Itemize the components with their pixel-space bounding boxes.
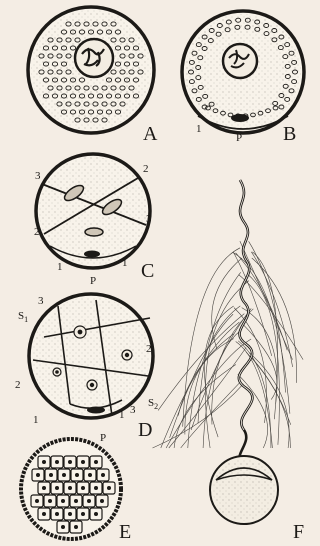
annot-c-p: P xyxy=(90,275,96,287)
blastomere-nucleus xyxy=(42,512,46,516)
figure-label-d: D xyxy=(138,419,152,441)
hair-filament xyxy=(174,365,236,449)
flagellar-hairs-f xyxy=(153,241,304,448)
blastomere-nucleus xyxy=(36,473,40,477)
hair-filament xyxy=(203,330,241,448)
figure-label-e: E xyxy=(119,521,131,543)
figure-c: 3 2 2 3 1 1 P C xyxy=(34,154,154,287)
annot-c-1-right: 1 xyxy=(122,257,128,269)
hair-filament xyxy=(204,306,233,437)
blastomere-nucleus xyxy=(87,499,91,503)
blastomere-nucleus xyxy=(88,473,92,477)
blastomere-nucleus xyxy=(75,473,79,477)
blastomere-nucleus xyxy=(68,460,72,464)
annot-c-2-right: 2 xyxy=(143,163,149,175)
figure-a: A xyxy=(28,7,158,145)
blastomere-nucleus xyxy=(42,460,46,464)
blastomere-nucleus xyxy=(62,473,66,477)
annot-c-3-top: 3 xyxy=(35,170,41,182)
blastomere-nucleus xyxy=(55,486,59,490)
annot-d-s2: S2 xyxy=(148,397,158,411)
annot-d-p: P xyxy=(100,432,106,444)
blastomere-nucleus xyxy=(61,499,65,503)
polar-body-b xyxy=(231,114,249,122)
figure-label-b: B xyxy=(283,123,296,145)
blastomere-nucleus xyxy=(49,473,53,477)
blastomere-nucleus xyxy=(94,512,98,516)
blastomere-nucleus xyxy=(81,486,85,490)
figure-b: 1 P B xyxy=(182,11,304,145)
annot-d-2-right: 2 xyxy=(146,343,152,355)
blastomere-nucleus xyxy=(74,499,78,503)
annot-d-1-mid: 1 xyxy=(119,409,125,421)
blastomere-nucleus xyxy=(101,473,105,477)
blastomere-nucleus xyxy=(42,486,46,490)
annot-c-1-left: 1 xyxy=(57,261,63,273)
blastomere-nucleus xyxy=(81,512,85,516)
annot-d-3-right: 3 xyxy=(130,404,136,416)
figure-label-c: C xyxy=(141,260,154,282)
blastomere-nucleus xyxy=(94,486,98,490)
figure-label-a: A xyxy=(143,123,158,145)
blastomere-nucleus xyxy=(81,460,85,464)
annot-c-2-left: 2 xyxy=(34,226,40,238)
blastomere-nucleus xyxy=(61,525,65,529)
blastomere-nucleus xyxy=(74,525,78,529)
figure-label-f: F xyxy=(293,521,304,543)
hair-filament xyxy=(170,314,234,438)
nucleus-a xyxy=(75,39,113,77)
hair-filament xyxy=(158,314,244,411)
annot-d-2-left: 2 xyxy=(15,379,21,391)
blastomere-nucleus xyxy=(55,512,59,516)
figure-f: F xyxy=(153,180,305,543)
polar-body-c xyxy=(84,251,100,258)
hair-filament xyxy=(183,248,240,427)
blastomere-nucleus xyxy=(107,486,111,490)
blastomere-nucleus xyxy=(100,499,104,503)
blastomere-nucleus xyxy=(48,499,52,503)
blastomere-nucleus xyxy=(94,460,98,464)
annot-b-p: P xyxy=(236,132,242,144)
annot-d-s1: S1 xyxy=(18,310,28,324)
polar-body-d xyxy=(87,407,105,414)
figure-d: S1 3 2 2 1 1 3 S2 P D xyxy=(15,294,158,444)
blastomere-nucleus xyxy=(55,460,59,464)
blastomere-nucleus xyxy=(68,486,72,490)
nucleus-b xyxy=(223,44,257,78)
spiral-tail-f xyxy=(239,180,253,462)
hair-filament xyxy=(185,339,234,435)
annot-d-1-left: 1 xyxy=(33,414,39,426)
annot-d-3-top: 3 xyxy=(38,295,44,307)
annot-b-1: 1 xyxy=(196,123,202,135)
hair-filament xyxy=(212,258,242,349)
annot-c-3-right: 3 xyxy=(146,213,152,225)
blastomere-nucleus xyxy=(68,512,72,516)
figure-e: E xyxy=(21,439,131,543)
blastomere-nucleus xyxy=(35,499,39,503)
